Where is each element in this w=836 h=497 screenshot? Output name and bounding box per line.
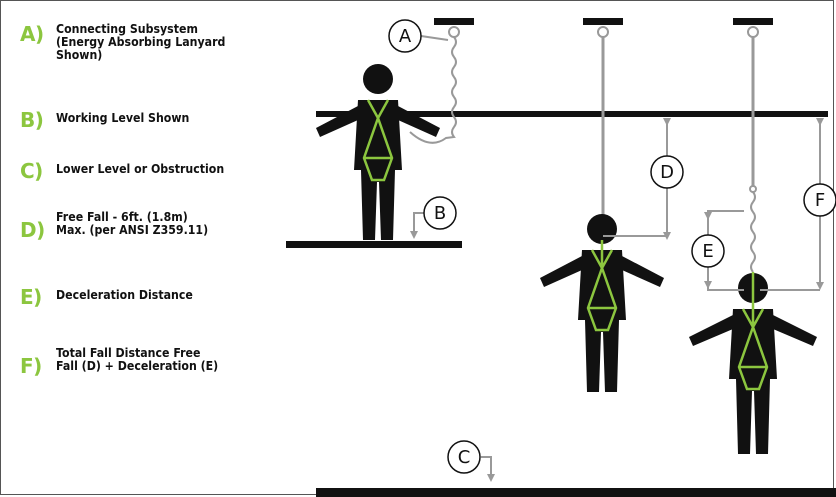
- working-platform: [286, 241, 462, 248]
- worker-2: [540, 214, 664, 392]
- lanyard-1: [409, 36, 457, 144]
- legend-text-b: Working Level Shown: [56, 110, 190, 125]
- legend-letter-a: A): [20, 22, 44, 46]
- anchor-ring-3: [747, 26, 759, 38]
- callout-b-arrow: [410, 212, 424, 239]
- callout-f-label: F: [815, 190, 825, 211]
- legend-text-e: Deceleration Distance: [56, 287, 193, 302]
- callout-c-label: C: [458, 447, 471, 468]
- legend-letter-b: B): [20, 108, 44, 132]
- callout-d: D: [650, 155, 684, 189]
- lanyard-3-deployed: [750, 191, 756, 273]
- working-level-line: [316, 111, 828, 117]
- anchor-ring-1: [448, 26, 460, 38]
- legend-letter-d: D): [20, 218, 45, 242]
- callout-c-arrow: [481, 456, 495, 482]
- anchor-bar-1: [434, 18, 474, 25]
- lanyard-3-hook: [749, 185, 757, 193]
- legend-letter-c: C): [20, 159, 43, 183]
- legend-text-d: Free Fall - 6ft. (1.8m) Max. (per ANSI Z…: [56, 209, 209, 237]
- callout-a-label: A: [399, 26, 412, 47]
- callout-f: F: [803, 183, 836, 217]
- callout-a: A: [388, 19, 422, 53]
- anchor-bar-2: [583, 18, 623, 25]
- legend-text-f: Total Fall Distance Free Fall (D) + Dece…: [56, 345, 219, 373]
- lower-level-line: [316, 488, 836, 497]
- worker-3: [689, 272, 817, 454]
- callout-c: C: [447, 440, 481, 474]
- callout-e: E: [691, 234, 725, 268]
- legend-text-a: Connecting Subsystem (Energy Absorbing L…: [56, 21, 226, 62]
- legend-text-c: Lower Level or Obstruction: [56, 161, 225, 176]
- callout-d-label: D: [660, 162, 674, 183]
- callout-a-leader: [420, 35, 449, 41]
- callout-b: B: [423, 196, 457, 230]
- legend-letter-f: F): [20, 354, 42, 378]
- legend-letter-e: E): [20, 285, 42, 309]
- anchor-ring-2: [597, 26, 609, 38]
- callout-e-label: E: [702, 241, 713, 262]
- anchor-bar-3: [733, 18, 773, 25]
- callout-b-label: B: [434, 203, 446, 224]
- worker-1: [316, 64, 440, 240]
